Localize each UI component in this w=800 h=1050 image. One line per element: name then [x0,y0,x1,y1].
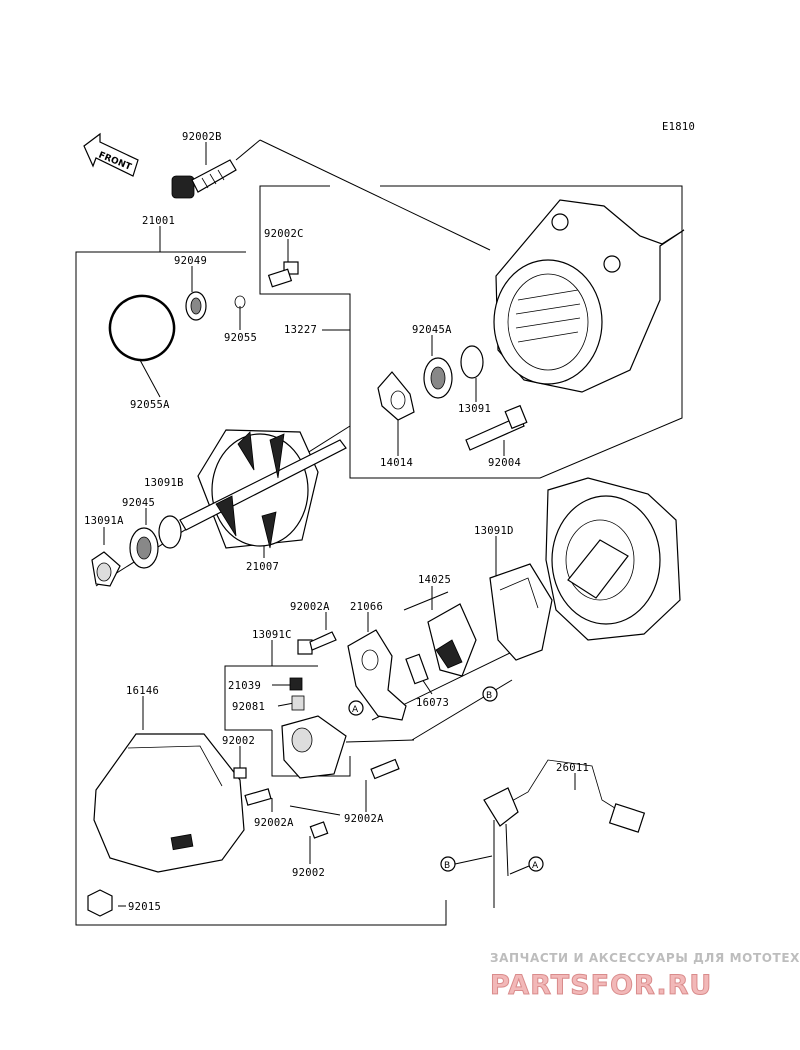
housing-13227 [493,199,685,393]
svg-text:B: B [486,691,492,701]
label-21001: 21001 [142,215,175,227]
label-16146: 16146 [126,685,159,697]
label-21066: 21066 [350,601,383,613]
bolt-92002b [171,159,237,199]
bolt-92002a-right [370,758,400,780]
label-21039: 21039 [228,680,261,692]
label-92081: 92081 [232,701,265,713]
lead-26011 [483,759,646,908]
assembly-frames [75,185,683,926]
bolt-92002a-left [244,788,272,806]
brush-21039 [289,677,303,691]
label-26011: 26011 [556,762,589,774]
label-14025: 14025 [418,574,451,586]
svg-text:B: B [444,861,450,871]
label-92049: 92049 [174,255,207,267]
label-13091c: 13091C [252,629,292,641]
callout-b-upper: B [482,686,498,702]
nut-92015 [87,889,113,917]
bearing-92045 [129,527,159,569]
bolt-92002c [267,261,299,288]
label-92004: 92004 [488,457,521,469]
brush-holder-14025 [427,603,477,677]
label-92055a: 92055A [130,399,170,411]
part-labels: 92002B 21001 92002C 92049 92055 13227 92… [84,131,589,913]
label-92002b: 92002B [182,131,222,143]
label-92015: 92015 [128,901,161,913]
label-21007: 21007 [246,561,279,573]
label-92002c: 92002C [264,228,304,240]
label-13227: 13227 [284,324,317,336]
bolt-92004 [465,404,528,451]
brush-16073 [405,653,429,685]
label-16073: 16073 [416,697,449,709]
watermark: ЗАПЧАСТИ И АКСЕССУАРЫ ДЛЯ МОТОТЕХНИКИ PA… [490,951,800,1002]
label-92002a-2: 92002A [254,817,294,829]
label-92002-2: 92002 [292,867,325,879]
callout-b-lower: B [440,855,493,872]
front-housing [545,477,681,641]
bearing-92049 [185,291,207,321]
label-92045a: 92045A [412,324,452,336]
label-92002a-1: 92002A [290,601,330,613]
callout-a-upper: A [348,700,364,716]
rotor-21007 [179,429,347,549]
bolt-92002-a [233,767,247,779]
regulator-13091c [281,715,347,779]
label-13091d: 13091D [474,525,514,537]
label-92002a-3: 92002A [344,813,384,825]
label-14014: 14014 [380,457,413,469]
label-13091b: 13091B [144,477,184,489]
diagram-code: E1810 [662,121,695,133]
oring-92055 [234,295,246,309]
ring-13091 [460,345,484,379]
svg-text:A: A [532,861,539,871]
bearing-92045a [423,357,453,399]
seal-13091a [91,551,121,587]
cover-16146 [93,733,245,873]
label-92055: 92055 [224,332,257,344]
spring-92081 [291,695,305,711]
watermark-brand: PARTSFOR.RU [490,970,712,1001]
bracket-21066 [347,629,407,721]
ring-13091b [158,515,182,549]
label-92045: 92045 [122,497,155,509]
oring-92055a [108,294,176,362]
label-13091a: 13091A [84,515,124,527]
yoke-13091d [489,563,553,661]
label-13091: 13091 [458,403,491,415]
label-92002-1: 92002 [222,735,255,747]
callout-a-lower: A [509,856,544,875]
bolt-92002-b [309,821,329,839]
bolt-92002a-top [297,631,337,655]
watermark-tagline: ЗАПЧАСТИ И АКСЕССУАРЫ ДЛЯ МОТОТЕХНИКИ [490,951,800,965]
front-arrow-icon: FRONT [83,132,139,177]
svg-text:A: A [352,705,359,715]
plate-14014 [377,371,415,421]
